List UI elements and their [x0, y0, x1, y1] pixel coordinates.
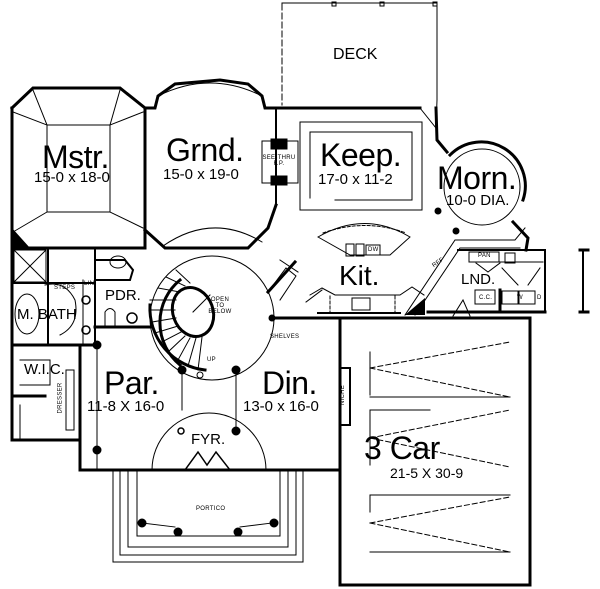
room-label-deck: DECK [333, 46, 378, 63]
laundry-walls [426, 248, 590, 317]
room-label-keeping: Keep. [320, 137, 402, 173]
room-label-master-bath: M. BATH [17, 306, 77, 323]
main-walls [78, 314, 351, 587]
linen-label: LIN [84, 281, 95, 287]
steps-label: STEPS [54, 285, 76, 291]
keeping-room-walls [280, 99, 450, 211]
deck [281, 1, 438, 106]
washer-label: W [517, 295, 523, 301]
great-room-walls [142, 78, 299, 250]
stair-up-label: UP [207, 357, 216, 363]
room-size-great: 15-0 x 19-0 [163, 166, 239, 183]
room-label-great: Grnd. [166, 132, 244, 168]
room-label-master: Mstr. [42, 139, 109, 175]
room-size-master: 15-0 x 18-0 [34, 169, 110, 186]
dryer-label: D [537, 295, 542, 301]
room-size-morning: 10-0 DIA. [446, 192, 510, 209]
room-label-laundry: LND. [461, 271, 496, 288]
shelves-label: SHELVES [270, 334, 300, 340]
niche-label: NICHE [340, 384, 347, 406]
room-label-morning: Morn. [437, 160, 517, 196]
dresser-label: DRESSER [57, 382, 64, 414]
fireplace-label: SEE-THRU F.P. [262, 155, 296, 167]
room-label-foyer: FYR. [191, 431, 226, 448]
room-label-parlor: Par. [104, 365, 159, 401]
room-size-keeping: 17-0 x 11-2 [318, 171, 393, 188]
kitchen-fixtures [265, 223, 526, 316]
portico [112, 469, 304, 563]
room-label-garage: 3 Car [364, 430, 440, 466]
room-label-portico: PORTICO [196, 506, 226, 512]
coat-closet-label: C.C. [479, 295, 493, 301]
room-label-powder: PDR. [105, 287, 141, 304]
garage [338, 316, 532, 587]
spiral-stair [148, 255, 275, 381]
pantry-label: PAN [478, 253, 491, 259]
room-label-wic: W.I.C. [24, 361, 65, 378]
dishwasher-label: DW [368, 247, 379, 253]
master-bedroom-walls [9, 86, 147, 250]
room-size-dining: 13-0 x 16-0 [243, 398, 319, 415]
room-label-dining: Din. [262, 365, 317, 401]
bath-walls [10, 246, 152, 472]
morning-room-walls [434, 140, 530, 252]
stair-open-label: OPEN TO BELOW [208, 297, 232, 315]
room-size-parlor: 11-8 X 16-0 [87, 398, 165, 415]
room-size-garage: 21-5 X 30-9 [390, 465, 464, 481]
room-label-kitchen: Kit. [339, 260, 380, 291]
